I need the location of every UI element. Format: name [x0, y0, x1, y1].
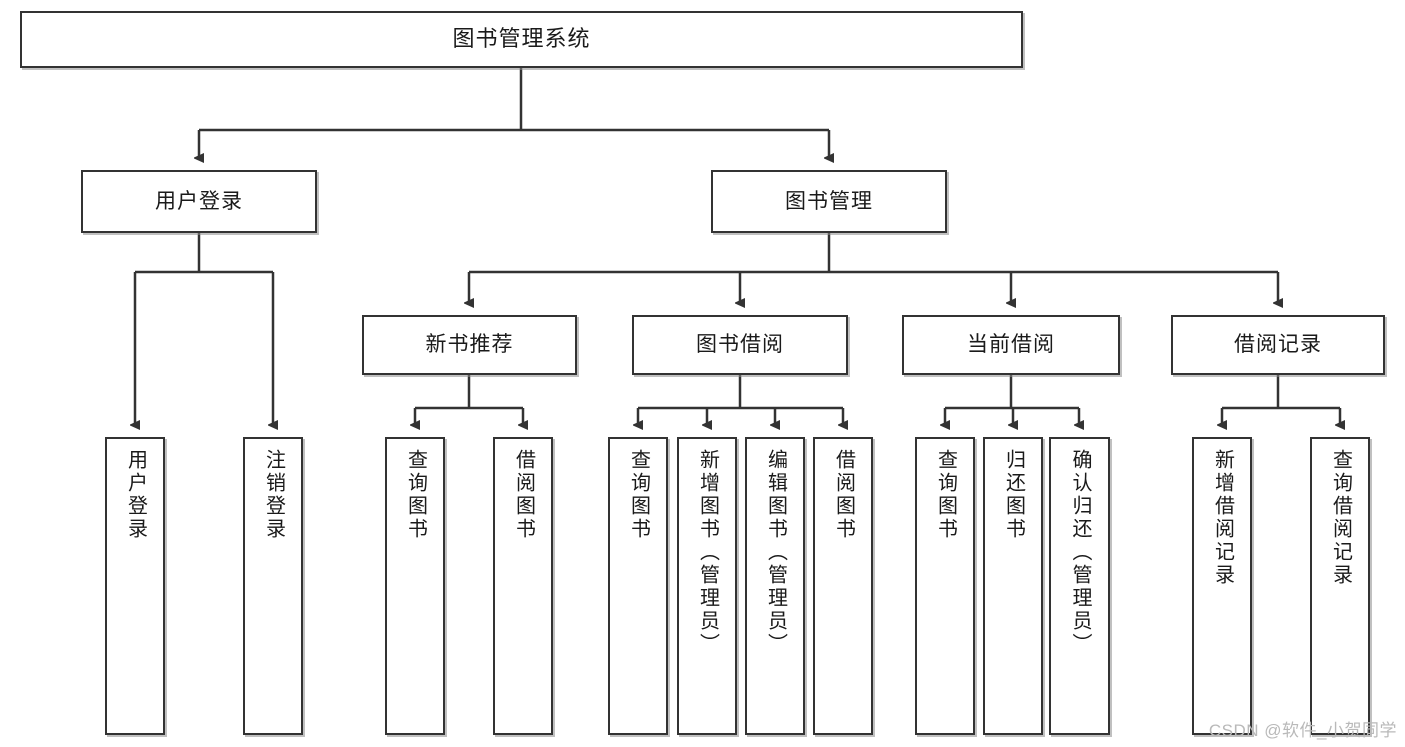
node-label: 查询图书	[934, 449, 957, 541]
node-new-book-recommend[interactable]: 新书推荐	[362, 315, 577, 375]
node-book-management[interactable]: 图书管理	[711, 170, 947, 233]
leaf-user-login-logout[interactable]: 注销登录	[243, 437, 303, 735]
leaf-borrow-edit-book-admin[interactable]: 编辑图书（管理员）	[745, 437, 805, 735]
leaf-user-login-login[interactable]: 用户登录	[105, 437, 165, 735]
leaf-current-query-book[interactable]: 查询图书	[915, 437, 975, 735]
node-label: 用户登录	[155, 189, 243, 213]
node-label: 新增图书（管理员）	[696, 449, 719, 656]
node-book-borrow[interactable]: 图书借阅	[632, 315, 848, 375]
node-label: 归还图书	[1002, 449, 1025, 541]
node-label: 注销登录	[262, 449, 285, 541]
leaf-new-book-query-book[interactable]: 查询图书	[385, 437, 445, 735]
node-label: 新增借阅记录	[1211, 449, 1234, 587]
node-borrow-record[interactable]: 借阅记录	[1171, 315, 1385, 375]
node-label: 查询借阅记录	[1329, 449, 1352, 587]
node-current-borrow[interactable]: 当前借阅	[902, 315, 1120, 375]
node-user-login[interactable]: 用户登录	[81, 170, 317, 233]
leaf-current-return-book[interactable]: 归还图书	[983, 437, 1043, 735]
node-label: 用户登录	[124, 449, 147, 541]
leaf-new-book-borrow-book[interactable]: 借阅图书	[493, 437, 553, 735]
node-label: 编辑图书（管理员）	[764, 449, 787, 656]
leaf-record-query-record[interactable]: 查询借阅记录	[1310, 437, 1370, 735]
node-label: 查询图书	[627, 449, 650, 541]
node-label: 借阅图书	[832, 449, 855, 541]
node-label: 确认归还（管理员）	[1069, 449, 1091, 656]
node-root-book-management-system[interactable]: 图书管理系统	[20, 11, 1023, 68]
node-label: 图书借阅	[696, 333, 784, 357]
leaf-borrow-add-book-admin[interactable]: 新增图书（管理员）	[677, 437, 737, 735]
node-label: 当前借阅	[967, 333, 1055, 357]
node-label: 图书管理	[785, 189, 873, 213]
node-label: 借阅记录	[1234, 333, 1322, 357]
leaf-record-add-record[interactable]: 新增借阅记录	[1192, 437, 1252, 735]
leaf-borrow-query-book[interactable]: 查询图书	[608, 437, 668, 735]
node-label: 查询图书	[404, 449, 427, 541]
node-label: 借阅图书	[512, 449, 535, 541]
node-label: 图书管理系统	[452, 26, 591, 52]
leaf-borrow-borrow-book[interactable]: 借阅图书	[813, 437, 873, 735]
csdn-watermark: CSDN @软件_小贺同学	[1208, 721, 1397, 740]
leaf-current-confirm-return-admin[interactable]: 确认归还（管理员）	[1049, 437, 1110, 735]
node-label: 新书推荐	[425, 333, 514, 357]
